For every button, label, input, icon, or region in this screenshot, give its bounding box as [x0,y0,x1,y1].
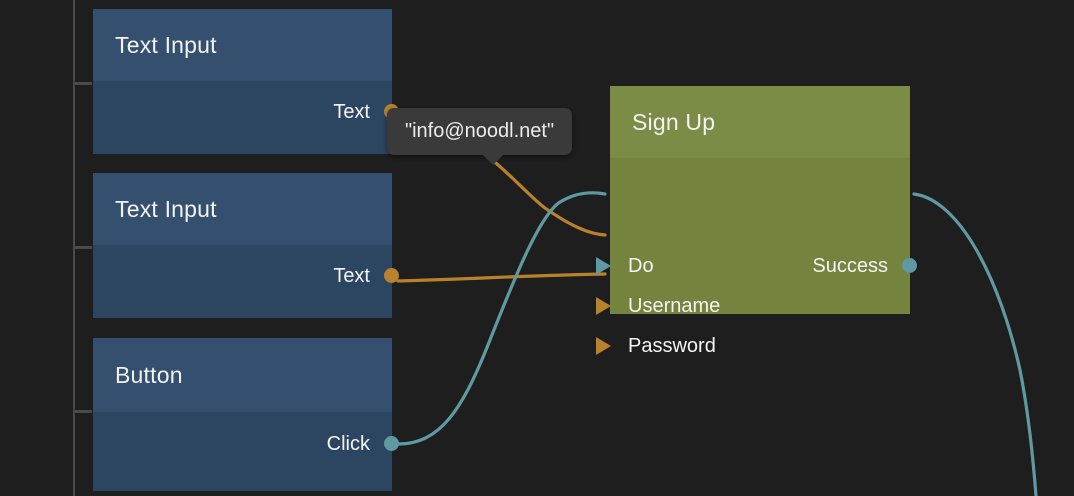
node-body: Click [93,412,399,491]
output-port-text[interactable]: Text [333,265,370,287]
input-port-arrow-password[interactable] [596,337,611,355]
value-tooltip-text: "info@noodl.net" [405,120,555,142]
node-body: Do Username Password Success [596,158,917,357]
input-port-arrow-username[interactable] [596,297,611,315]
input-port-username[interactable]: Username [610,295,720,317]
input-port-label: Do [628,255,654,277]
node-header[interactable]: Button [93,338,392,412]
input-port-arrow-do[interactable] [596,257,611,275]
output-port-label: Success [812,255,888,277]
input-port-password[interactable]: Password [610,335,716,357]
input-port-label: Username [628,295,721,317]
output-port-dot-click[interactable] [384,436,399,451]
tooltip-pointer-icon [482,154,504,165]
node-header[interactable]: Text Input [93,9,392,81]
output-port-dot-success[interactable] [902,258,917,273]
node-title: Button [115,361,183,388]
node-title: Text Input [115,31,217,58]
output-port-label: Text [333,101,370,123]
node-text-input-1[interactable]: Text Input Text [93,9,399,154]
output-port-click[interactable]: Click [327,433,370,455]
node-text-input-2[interactable]: Text Input Text [93,173,399,318]
node-body: Text [93,245,399,318]
output-port-success[interactable]: Success [812,255,888,277]
output-port-label: Click [326,433,370,455]
node-title: Text Input [115,195,217,222]
input-port-label: Password [628,335,716,357]
node-header[interactable]: Sign Up [610,86,910,158]
node-body: Text [93,81,399,154]
node-sign-up[interactable]: Sign Up Do Username Password Success [596,86,917,357]
value-tooltip: "info@noodl.net" [387,108,573,165]
output-port-dot-text[interactable] [384,268,399,283]
wire-textinput2-to-password [396,272,607,283]
hierarchy-tick-2 [74,246,92,249]
node-button[interactable]: Button Click [93,338,399,491]
node-title: Sign Up [632,108,716,135]
output-port-label: Text [333,265,370,287]
hierarchy-tick-1 [74,82,92,85]
hierarchy-tick-3 [74,410,92,413]
wire-click-to-do [396,191,607,446]
output-port-text[interactable]: Text [333,101,370,123]
input-port-do[interactable]: Do [610,255,654,277]
wire-success-offscreen [912,192,1038,496]
node-header[interactable]: Text Input [93,173,392,245]
